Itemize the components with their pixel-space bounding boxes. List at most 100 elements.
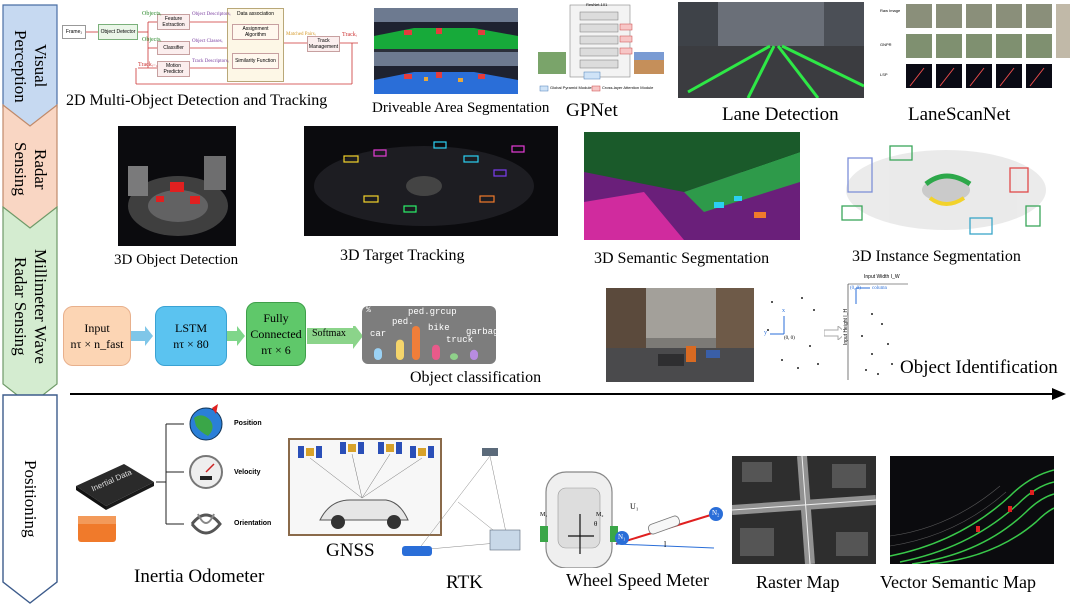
grid-origin-text: (0, 0) bbox=[850, 286, 861, 291]
class-word: truck bbox=[446, 335, 473, 345]
objects-text-2: Objectsᵢ bbox=[142, 37, 162, 43]
input-box: Input nτ × n_fast bbox=[63, 306, 131, 366]
data-assoc-text: Data association bbox=[237, 11, 274, 17]
vector-map-image bbox=[890, 456, 1054, 564]
class-word: bike bbox=[428, 323, 450, 333]
wheel-label: Wheel Speed Meter bbox=[566, 570, 709, 590]
gpnet-diagram: ResNet-101 Global Pyramid Module Cross-l… bbox=[536, 2, 666, 102]
frame-text: Frame₁ bbox=[65, 29, 83, 35]
class-word: ped.grcup bbox=[408, 307, 457, 317]
radar-y-axis: y bbox=[764, 330, 767, 336]
fc-box: Fully Connected nτ × 6 bbox=[246, 302, 306, 366]
inertia-label: Inertia Odometer bbox=[134, 566, 265, 587]
category-label: Radar Sensing bbox=[11, 142, 50, 196]
input-title: Input bbox=[84, 321, 110, 335]
track-mgmt-box: Track Management bbox=[307, 36, 340, 52]
track-mgmt-text: Track Management bbox=[308, 38, 339, 50]
3d-target-tracking-image bbox=[304, 126, 558, 236]
objects-text-1: Objectsᵢ bbox=[142, 11, 162, 17]
input-grid-diagram: Input Width I_W (0, 0) column Input Heig… bbox=[842, 274, 914, 384]
category-label: Visual Perception bbox=[11, 29, 50, 103]
class-word: ped. bbox=[392, 317, 414, 327]
wheel-m2-text: M₂ bbox=[596, 512, 604, 518]
rtk-label: RTK bbox=[446, 572, 483, 593]
feature-text: Feature Extraction bbox=[162, 16, 185, 28]
input-grid-art bbox=[847, 283, 908, 380]
point-cloud-art bbox=[128, 156, 228, 236]
detector-box: Object Detector bbox=[98, 24, 138, 40]
lanescannet-art bbox=[906, 4, 1070, 88]
chevron-shape bbox=[2, 394, 58, 604]
track-in-text: Trackᵢ₋₁ bbox=[138, 62, 159, 68]
vector-art bbox=[890, 469, 1054, 564]
classifier-text: Classifier bbox=[163, 45, 184, 51]
identification-label: Object Identification bbox=[900, 357, 1058, 378]
gpnet-art bbox=[538, 4, 664, 92]
imu-diagram bbox=[76, 404, 223, 542]
detector-text: Object Detector bbox=[100, 29, 136, 35]
position-text: Position bbox=[234, 420, 262, 427]
fc-title-1: Fully bbox=[263, 311, 289, 325]
oc-arrows bbox=[131, 326, 363, 349]
gpnet-resnet-text: ResNet-101 bbox=[586, 2, 608, 7]
wheel-l-text: l bbox=[664, 540, 667, 549]
classifier-box: Classifier bbox=[157, 41, 190, 55]
class-bar bbox=[374, 348, 382, 360]
3d-track-label: 3D Target Tracking bbox=[340, 247, 465, 264]
class-bar bbox=[432, 344, 440, 360]
similarity-text: Similarity Function bbox=[235, 58, 276, 64]
lstm-dims: nτ × 80 bbox=[173, 337, 209, 351]
lane-detection-image bbox=[678, 2, 864, 98]
lane-label: Lane Detection bbox=[722, 104, 839, 125]
arrow-head-icon bbox=[1052, 388, 1066, 400]
input-dims: nτ × n_fast bbox=[70, 337, 124, 351]
lane-detection-art bbox=[678, 2, 864, 98]
3d-instance-segmentation-image bbox=[830, 128, 1062, 248]
orientation-text: Orientation bbox=[234, 520, 272, 527]
feature-box: Feature Extraction bbox=[157, 14, 190, 30]
wheel-speed-diagram bbox=[540, 471, 723, 568]
wheel-m1-text: M₁ bbox=[540, 512, 548, 518]
raster-label: Raster Map bbox=[756, 572, 840, 592]
similarity-box: Similarity Function bbox=[232, 53, 279, 69]
frame-box: Frame₁ bbox=[62, 25, 86, 39]
gnss-art bbox=[298, 442, 434, 529]
class-bar bbox=[450, 353, 458, 360]
mot-diagram-arrows bbox=[86, 21, 358, 85]
vector-label: Vector Semantic Map bbox=[880, 572, 1036, 592]
gpnet-label: GPNet bbox=[566, 100, 618, 121]
input-width-text: Input Width I_W bbox=[864, 274, 900, 280]
classification-label: Object classification bbox=[410, 369, 542, 386]
lanescan-row-lsp: LSP bbox=[880, 72, 888, 77]
mot-diagram: Frame₁ Object Detector Feature Extractio… bbox=[62, 8, 362, 88]
lstm-title: LSTM bbox=[174, 321, 207, 335]
rtk-diagram bbox=[402, 448, 521, 556]
tracking-art bbox=[314, 141, 534, 226]
classes-text: Object Classesᵢ bbox=[192, 39, 223, 44]
street-art bbox=[606, 288, 754, 382]
timeline-axis bbox=[70, 393, 1055, 395]
3d-semantic-segmentation-image bbox=[584, 132, 800, 240]
column-text: column bbox=[872, 286, 887, 291]
category-label: Millimeter Wave Radar Sensing bbox=[11, 248, 50, 364]
radar-origin: (0, 0) bbox=[784, 336, 795, 341]
3d-inst-label: 3D Instance Segmentation bbox=[852, 248, 1021, 265]
assign-box: Assignment Algorithm bbox=[232, 24, 279, 40]
3d-det-label: 3D Object Detection bbox=[114, 252, 239, 268]
motion-box: Motion Predictor bbox=[157, 61, 190, 77]
class-bar bbox=[396, 339, 404, 360]
mot-label: 2D Multi-Object Detection and Tracking bbox=[66, 92, 328, 109]
gpnet-legend-clam: Cross-layer Attention Module bbox=[602, 85, 654, 90]
3d-sem-label: 3D Semantic Segmentation bbox=[594, 250, 770, 267]
gpnet-legend-gpm: Global Pyramid Module bbox=[550, 85, 592, 90]
lstm-box: LSTM nτ × 80 bbox=[155, 306, 227, 366]
class-bar bbox=[412, 326, 420, 360]
class-percent-text: % bbox=[366, 306, 371, 315]
radar-x-axis: x bbox=[782, 308, 785, 314]
class-word: garbage bbox=[466, 327, 496, 337]
chevron-shape bbox=[2, 206, 58, 406]
category-positioning: Positioning bbox=[2, 394, 58, 604]
lanescan-label: LaneScanNet bbox=[908, 104, 1011, 125]
class-word: car bbox=[370, 329, 386, 339]
radar-points-diagram: x y (0, 0) bbox=[762, 290, 824, 376]
